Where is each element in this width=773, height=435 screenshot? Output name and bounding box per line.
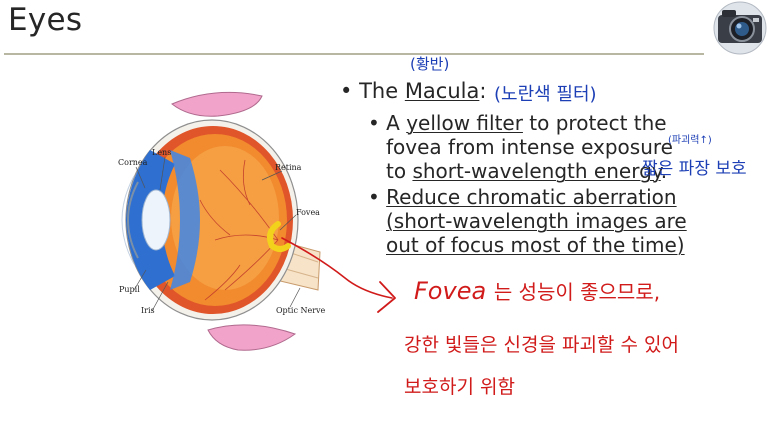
handwriting-fovea-line1-rest: 는 성능이 좋으므로, xyxy=(493,280,661,304)
bullet-dot: • xyxy=(340,79,360,103)
label-iris: Iris xyxy=(141,306,155,315)
macula-prefix: The xyxy=(359,79,399,103)
handwriting-fovea-line-3: 보호하기 위함 xyxy=(404,376,515,398)
lower-eye-muscle xyxy=(207,324,297,351)
handwriting-fovea-line-1: Fovea 는 성능이 좋으므로, xyxy=(414,276,660,305)
sub-bullet-2-line-3: out of focus most of the time) xyxy=(386,233,685,257)
bullet-dot: • xyxy=(368,111,387,135)
handwriting-fovea-line-2: 강한 빛들은 신경을 파괴할 수 있어 xyxy=(404,334,679,356)
chromatic-aberration-line: Reduce chromatic aberration xyxy=(386,185,677,209)
sub1-line3-b: . xyxy=(660,159,668,183)
sub-bullet-2-line-2: (short-wavelength images are xyxy=(386,209,687,233)
bullet-dot: • xyxy=(368,185,387,209)
macula-term: Macula xyxy=(404,79,480,103)
sub1-line1-b: to protect the xyxy=(529,111,667,135)
label-pupil: Pupil xyxy=(119,285,140,294)
fovea-mark xyxy=(267,221,291,252)
sub1-line1-a: A xyxy=(386,111,400,135)
camera-logo xyxy=(706,0,773,55)
sub-bullet-2-line-1: • Reduce chromatic aberration xyxy=(368,186,677,209)
sub-bullet-1-line-1: • A yellow filter to protect the xyxy=(368,112,667,135)
upper-eye-muscle xyxy=(171,91,263,117)
label-optic-nerve: Optic Nerve xyxy=(276,306,326,315)
short-wavelength-term: short-wavelength energy xyxy=(412,159,661,183)
bullet-macula: • The Macula: xyxy=(340,80,486,103)
label-lens: Lens xyxy=(152,148,172,157)
title-divider xyxy=(4,53,704,55)
handwriting-short-wavelength-protection: 짧은 파장 보호 xyxy=(642,159,747,179)
sub-bullet-1-line-2: fovea from intense exposure xyxy=(386,135,673,159)
handwriting-destructive-power: (파괴력↑) xyxy=(668,135,712,146)
label-cornea: Cornea xyxy=(118,158,148,167)
macula-colon: : xyxy=(479,79,487,103)
yellow-filter-term: yellow filter xyxy=(406,111,523,135)
handwriting-yellow-filter-korean: (노란색 필터) xyxy=(494,84,597,105)
handwriting-macula-korean: (황반) xyxy=(410,55,450,73)
handwriting-fovea-word: Fovea xyxy=(414,277,487,305)
sub1-line3-a: to xyxy=(386,159,407,183)
sub-bullet-1-line-3: to short-wavelength energy. xyxy=(386,160,667,183)
slide-title: Eyes xyxy=(8,2,83,38)
label-retina: Retina xyxy=(275,163,302,172)
label-fovea: Fovea xyxy=(296,208,320,217)
